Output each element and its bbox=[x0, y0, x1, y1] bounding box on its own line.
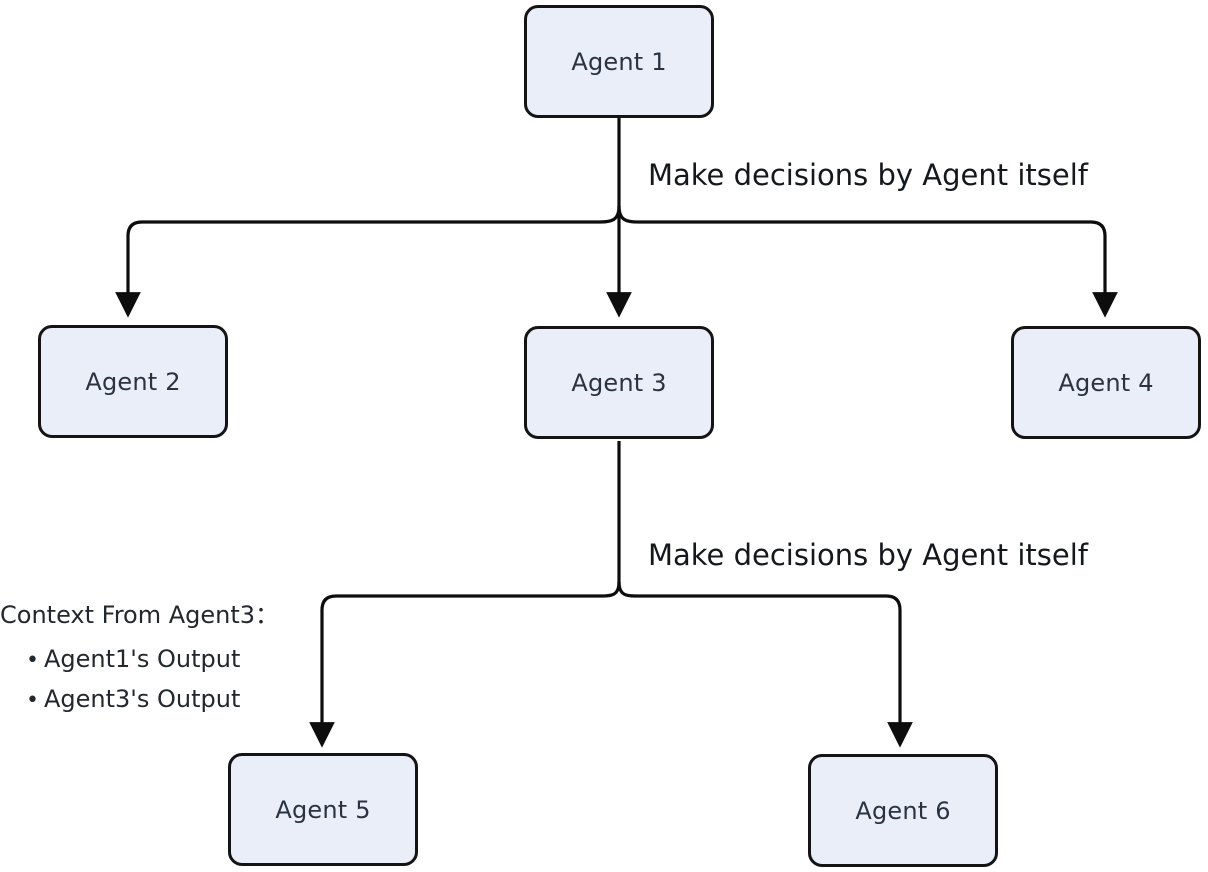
node-agent-5-label: Agent 5 bbox=[275, 795, 371, 824]
context-note-bullet-2-text: Agent3's Output bbox=[44, 685, 241, 713]
node-agent-4: Agent 4 bbox=[1011, 326, 1201, 439]
node-agent-6-label: Agent 6 bbox=[855, 796, 951, 825]
node-agent-1: Agent 1 bbox=[524, 5, 714, 118]
edge-label-bottom: Make decisions by Agent itself bbox=[648, 538, 1088, 572]
bullet-dot-icon: • bbox=[26, 648, 39, 673]
node-agent-5: Agent 5 bbox=[228, 753, 418, 866]
node-agent-6: Agent 6 bbox=[808, 754, 998, 867]
node-agent-3-label: Agent 3 bbox=[571, 368, 667, 397]
node-agent-3: Agent 3 bbox=[524, 326, 714, 439]
edge-agent1-agent4 bbox=[617, 205, 1118, 318]
edge-agent3-agent6 bbox=[617, 581, 913, 748]
node-agent-2-label: Agent 2 bbox=[85, 367, 181, 396]
node-agent-2: Agent 2 bbox=[38, 325, 228, 438]
node-agent-1-label: Agent 1 bbox=[571, 47, 667, 76]
bullet-dot-icon: • bbox=[26, 688, 39, 713]
context-note-bullet-2: • Agent3's Output bbox=[0, 680, 310, 720]
context-note-title: Context From Agent3： bbox=[0, 601, 280, 629]
context-note-bullet-1-text: Agent1's Output bbox=[44, 645, 241, 673]
edge-agent1-agent2 bbox=[115, 205, 621, 318]
edge-label-top: Make decisions by Agent itself bbox=[648, 158, 1088, 192]
context-note-bullet-1: • Agent1's Output bbox=[0, 640, 310, 680]
context-note: Context From Agent3： • Agent1's Output •… bbox=[0, 600, 310, 720]
edge-agent3-agent5 bbox=[309, 581, 621, 748]
node-agent-4-label: Agent 4 bbox=[1058, 368, 1154, 397]
